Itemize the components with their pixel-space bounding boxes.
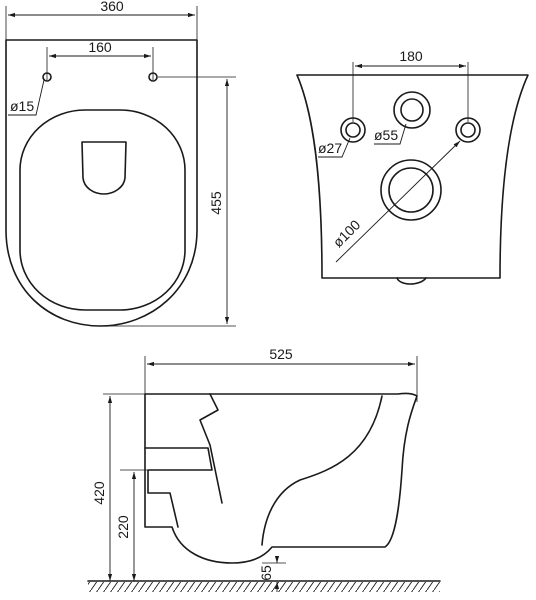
side-length-label: 525 xyxy=(269,346,293,362)
back-inlet-inner xyxy=(400,98,424,122)
back-outlet-leader xyxy=(335,140,461,263)
side-height-label: 420 xyxy=(91,481,107,505)
side-trap-outline xyxy=(144,447,213,528)
top-holes-label: 160 xyxy=(88,39,112,55)
back-bolt-leader xyxy=(318,137,351,158)
back-inlet-diameter-label: ø55 xyxy=(374,127,398,143)
side-outlet-height-label: 220 xyxy=(115,515,131,539)
top-hole-leader xyxy=(8,79,45,116)
top-hole-diameter-label: ø15 xyxy=(10,98,34,114)
side-flush-channel xyxy=(199,393,223,504)
floor-hatching xyxy=(88,582,440,592)
top-view: 360 160 ø15 455 xyxy=(5,0,236,327)
back-bolt-hole-left-inner xyxy=(345,122,361,138)
back-view: 180 ø27 ø55 ø100 xyxy=(296,48,529,285)
side-bowl-curve xyxy=(261,395,383,546)
side-clearance-label: 65 xyxy=(258,565,274,581)
back-inlet-leader xyxy=(374,123,407,145)
top-mounting-hole-right xyxy=(148,72,158,82)
back-bolt-diameter-label: ø27 xyxy=(318,140,342,156)
back-bolt-hole-left-outer xyxy=(340,117,366,143)
back-outline xyxy=(296,74,529,279)
top-seat-outline xyxy=(19,109,186,311)
top-width-label: 360 xyxy=(100,0,124,14)
back-bolt-spacing-label: 180 xyxy=(399,48,423,64)
back-outlet-diameter-label: ø100 xyxy=(330,216,364,250)
side-view: 525 420 220 65 xyxy=(87,346,441,592)
top-length-label: 455 xyxy=(208,191,224,215)
top-mounting-hole-left xyxy=(42,72,52,82)
back-outlet-outer xyxy=(380,159,442,221)
top-flush-opening xyxy=(81,141,127,195)
back-outlet-nub xyxy=(396,277,427,285)
top-outer-outline xyxy=(5,39,198,327)
back-bolt-hole-right-outer xyxy=(455,117,481,143)
back-outlet-inner xyxy=(388,167,434,213)
back-inlet-outer xyxy=(393,91,431,129)
side-body-outline xyxy=(144,392,418,564)
back-bolt-hole-right-inner xyxy=(460,122,476,138)
